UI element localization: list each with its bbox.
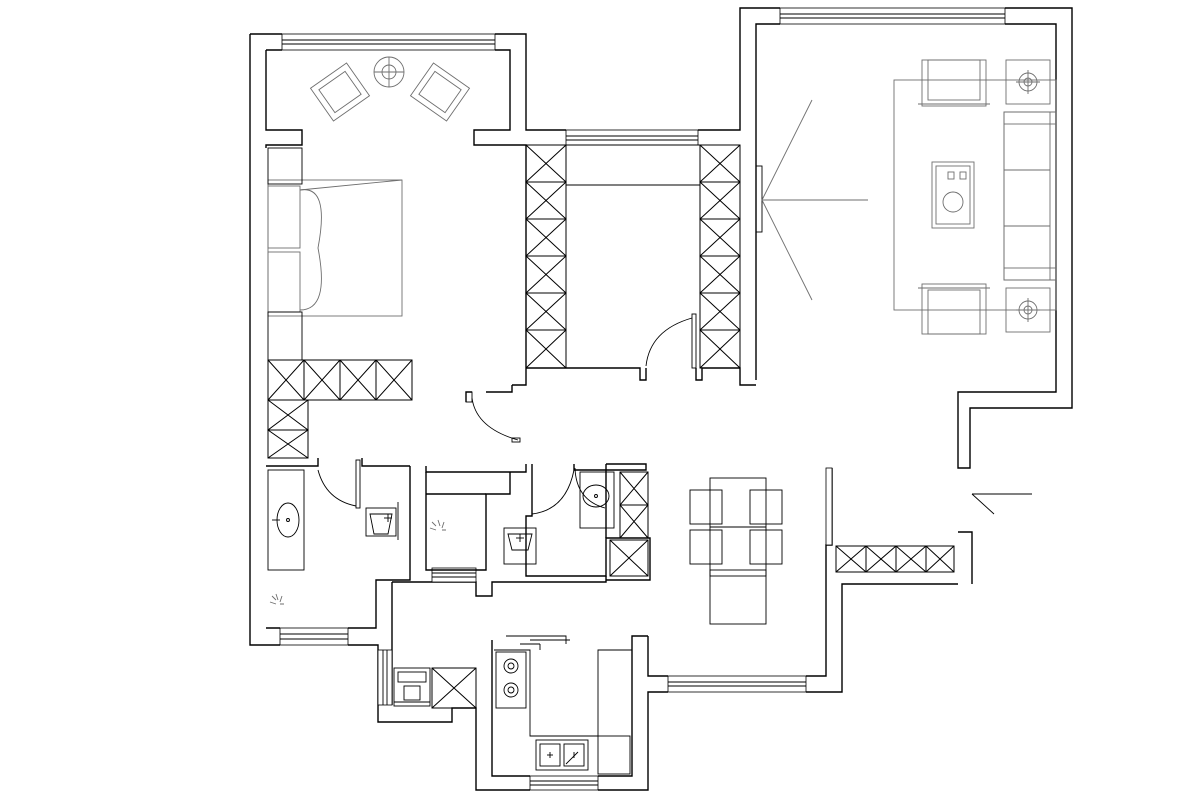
door-bath-1 bbox=[317, 469, 357, 507]
door-bath-3 bbox=[574, 467, 606, 509]
toilet bbox=[503, 527, 537, 565]
window-balcony bbox=[825, 467, 833, 546]
door-bath-2 bbox=[531, 469, 575, 515]
door-bedroom bbox=[471, 397, 519, 441]
sofa bbox=[1003, 111, 1057, 281]
shower-head bbox=[429, 519, 446, 531]
wardrobe bbox=[267, 359, 413, 459]
shelf bbox=[565, 144, 701, 186]
window-kitchen bbox=[529, 775, 599, 791]
armchair bbox=[918, 283, 990, 335]
sideboard bbox=[709, 569, 767, 625]
bathroom-1 bbox=[267, 469, 399, 605]
window-closet bbox=[565, 129, 699, 146]
double-sink bbox=[535, 739, 589, 771]
tall-cabinet bbox=[619, 471, 649, 539]
cooktop bbox=[495, 651, 527, 709]
double-bed bbox=[267, 179, 403, 317]
dining-area bbox=[689, 477, 955, 625]
washing-machine bbox=[393, 667, 431, 707]
exterior-walls bbox=[249, 7, 1073, 791]
window-bath-2 bbox=[431, 567, 477, 583]
vanity-sink bbox=[267, 469, 305, 571]
vanity-sink bbox=[579, 471, 615, 529]
side-table bbox=[373, 56, 405, 88]
side-table bbox=[1005, 59, 1051, 105]
coffee-table bbox=[931, 161, 975, 229]
bedroom bbox=[267, 56, 471, 459]
balcony-cabinet bbox=[835, 545, 955, 573]
dining-chair bbox=[689, 529, 723, 565]
dining-chair bbox=[689, 489, 723, 525]
fridge bbox=[597, 735, 631, 775]
walk-in-closet bbox=[525, 144, 741, 369]
living-room bbox=[755, 59, 1057, 335]
window-bath-1 bbox=[279, 627, 349, 646]
bathroom-2 bbox=[429, 519, 537, 565]
cabinet bbox=[609, 539, 649, 577]
window-dining bbox=[667, 675, 807, 693]
doors bbox=[317, 313, 1032, 515]
windows bbox=[279, 7, 1006, 791]
door-closet bbox=[645, 317, 693, 367]
nightstand bbox=[267, 147, 303, 185]
shelving-unit bbox=[699, 144, 741, 369]
nightstand bbox=[267, 311, 303, 361]
shelving-unit bbox=[525, 144, 567, 369]
dining-chair bbox=[749, 489, 783, 525]
cabinet bbox=[431, 667, 477, 709]
tv-screen bbox=[755, 99, 868, 301]
armchair bbox=[409, 62, 471, 122]
kitchen bbox=[393, 635, 632, 775]
armchair bbox=[309, 62, 371, 122]
window-laundry bbox=[377, 649, 393, 706]
toilet bbox=[365, 502, 399, 540]
window-living bbox=[779, 7, 1006, 25]
side-table bbox=[1005, 287, 1051, 333]
window-bedroom bbox=[281, 33, 496, 51]
bathroom-3 bbox=[579, 471, 649, 577]
dining-chair bbox=[749, 529, 783, 565]
interior-walls bbox=[266, 367, 756, 581]
armchair bbox=[918, 59, 990, 107]
area-rug bbox=[893, 79, 1057, 311]
shower-head bbox=[269, 593, 284, 605]
